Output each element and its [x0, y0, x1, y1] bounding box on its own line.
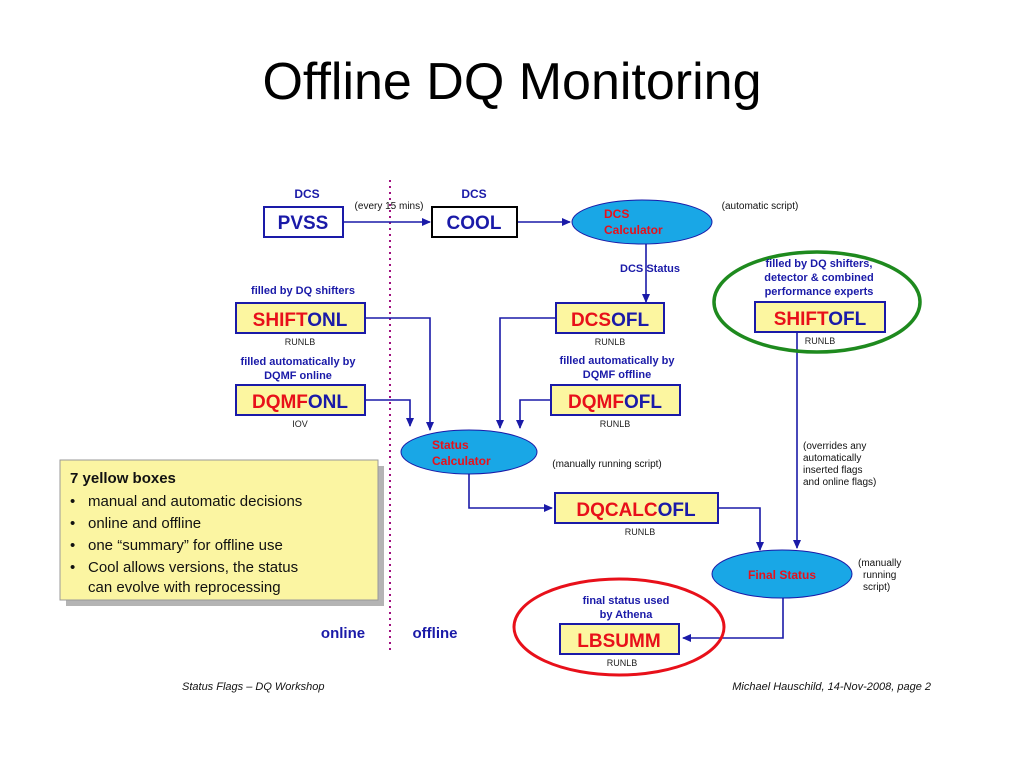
box-lbsumm: LBSUMM: [559, 623, 680, 655]
note-item: one “summary” for offline use: [88, 537, 283, 554]
arrow-dqmfofl-statuscalc: [516, 399, 550, 429]
svg-text:DCSOFL: DCSOFL: [571, 310, 650, 331]
svg-text:•: •: [70, 537, 75, 554]
note-title: 7 yellow boxes: [70, 470, 176, 487]
label-runlb-3: RUNLB: [600, 419, 631, 429]
note-yellow-boxes: 7 yellow boxes • manual and automatic de…: [59, 459, 384, 606]
svg-text:DQMFONL: DQMFONL: [252, 392, 348, 413]
label-experts-3: performance experts: [765, 286, 874, 298]
label-experts-1: filled by DQ shifters,: [766, 258, 873, 270]
ellipse-status-calculator: Status Calculator: [400, 429, 538, 475]
experts-highlight-ring: [712, 250, 922, 354]
svg-text:DCS: DCS: [604, 207, 629, 221]
svg-text:COOL: COOL: [447, 213, 502, 234]
box-dqcalc-ofl: DQCALCOFL: [554, 492, 719, 524]
arrow-finalstatus-lbsumm: [682, 598, 784, 642]
label-iov: IOV: [292, 419, 308, 429]
label-overrides-3: inserted flags: [803, 465, 862, 476]
arrow-dqcalc-finalstatus: [718, 507, 764, 551]
box-shift-onl: SHIFTONL: [235, 302, 366, 334]
svg-text:DQCALCOFL: DQCALCOFL: [576, 500, 696, 521]
svg-text:•: •: [70, 559, 75, 576]
svg-text:Status: Status: [432, 438, 469, 452]
svg-text:•: •: [70, 493, 75, 510]
label-filled-dqmf-offline-2: DQMF offline: [583, 369, 651, 381]
ellipse-dcs-calculator: DCS Calculator: [571, 199, 713, 245]
note-item: manual and automatic decisions: [88, 493, 302, 510]
svg-text:DQMFOFL: DQMFOFL: [568, 392, 662, 413]
label-filled-dqmf-online-1: filled automatically by: [241, 356, 357, 368]
label-runlb-2: RUNLB: [595, 337, 626, 347]
label-overrides-1: (overrides any: [803, 441, 866, 452]
label-dcs-right: DCS: [461, 187, 486, 201]
box-dqmf-onl: DQMFONL: [235, 384, 366, 416]
svg-text:Calculator: Calculator: [604, 223, 663, 237]
label-manually-3: script): [863, 582, 890, 593]
svg-text:SHIFTONL: SHIFTONL: [253, 310, 348, 331]
svg-text:LBSUMM: LBSUMM: [577, 631, 660, 652]
box-pvss: PVSS: [263, 206, 344, 238]
note-item: online and offline: [88, 515, 201, 532]
label-automatic-script: (automatic script): [722, 201, 799, 212]
arrow-dcsofl-statuscalc: [496, 317, 555, 429]
note-item: can evolve with reprocessing: [88, 579, 281, 596]
label-filled-dqmf-online-2: DQMF online: [264, 370, 332, 382]
label-runlb-4: RUNLB: [805, 336, 836, 346]
slide-title: Offline DQ Monitoring: [262, 53, 762, 111]
svg-text:PVSS: PVSS: [278, 213, 329, 234]
svg-text:Calculator: Calculator: [432, 454, 491, 468]
label-filled-by-dq-shifters: filled by DQ shifters: [251, 285, 355, 297]
box-dqmf-ofl: DQMFOFL: [550, 384, 681, 416]
arrow-dqmfonl-statuscalc: [365, 399, 414, 427]
label-runlb-5: RUNLB: [625, 527, 656, 537]
label-runlb-6: RUNLB: [607, 658, 638, 668]
label-manually-1: (manually: [858, 558, 901, 569]
lbsumm-highlight-ring: [512, 577, 726, 677]
footer-left: Status Flags – DQ Workshop: [182, 681, 324, 693]
label-manually-running-script: (manually running script): [552, 459, 662, 470]
label-dcs-status: DCS Status: [620, 263, 680, 275]
box-cool: COOL: [431, 206, 518, 238]
label-online: online: [321, 625, 365, 642]
label-athena-1: final status used: [583, 595, 670, 607]
svg-text:SHIFTOFL: SHIFTOFL: [774, 309, 867, 330]
arrow-shiftonl-statuscalc: [365, 317, 434, 431]
label-overrides-4: and online flags): [803, 477, 876, 488]
label-offline: offline: [413, 625, 458, 642]
connectors: [343, 218, 801, 642]
label-manually-2: running: [863, 570, 896, 581]
arrow-statuscalc-dqcalc: [468, 472, 553, 512]
label-athena-2: by Athena: [600, 609, 654, 621]
label-every-15-mins: (every 15 mins): [355, 201, 424, 212]
label-experts-2: detector & combined: [764, 272, 873, 284]
label-filled-dqmf-offline-1: filled automatically by: [560, 355, 676, 367]
label-runlb-1: RUNLB: [285, 337, 316, 347]
footer-right: Michael Hauschild, 14-Nov-2008, page 2: [732, 681, 931, 693]
ellipse-final-status: Final Status: [711, 549, 853, 599]
note-item: Cool allows versions, the status: [88, 559, 298, 576]
svg-text:•: •: [70, 515, 75, 532]
box-dcs-ofl: DCSOFL: [555, 302, 665, 334]
label-dcs-left: DCS: [294, 187, 319, 201]
box-shift-ofl: SHIFTOFL: [754, 301, 886, 333]
label-overrides-2: automatically: [803, 453, 861, 464]
svg-text:Final Status: Final Status: [748, 568, 816, 582]
